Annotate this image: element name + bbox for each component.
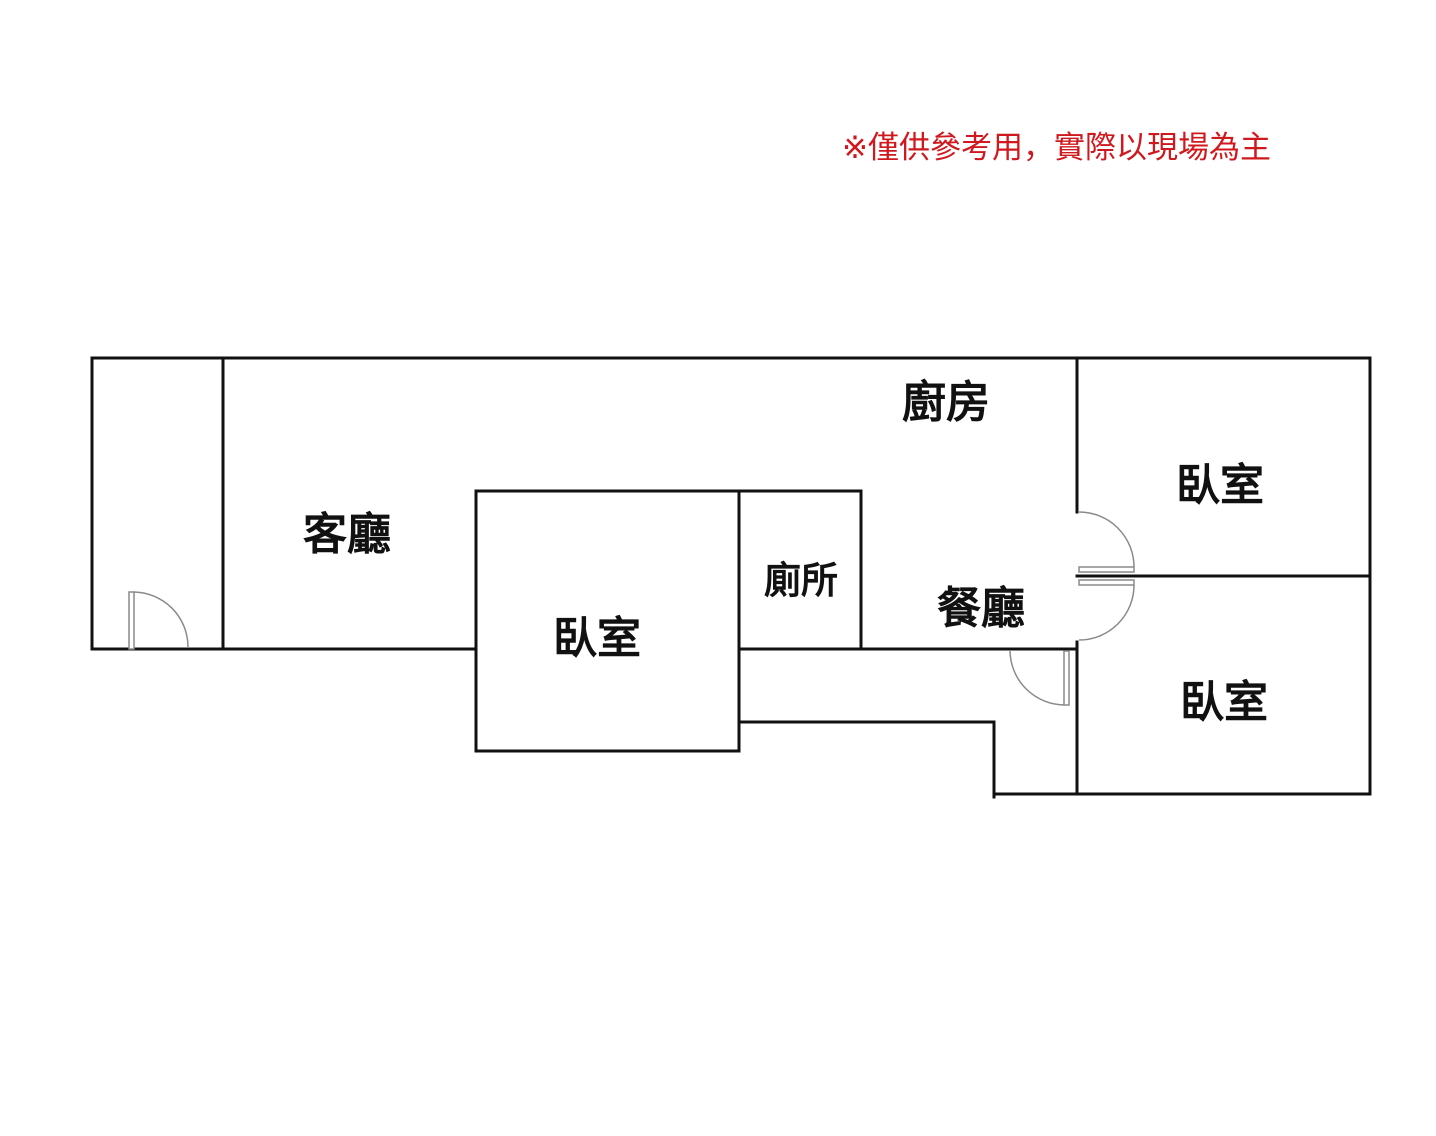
door-bedroom-lower-right — [1078, 579, 1135, 641]
door-bedroom-upper-right — [1078, 511, 1135, 573]
room-label-dining-room: 餐廳 — [937, 583, 1025, 634]
disclaimer-note: ※僅供參考用，實際以現場為主 — [842, 130, 1271, 166]
walls — [90, 356, 1372, 799]
room-label-bedroom-center: 臥室 — [553, 613, 641, 664]
room-label-kitchen: 廚房 — [902, 377, 990, 428]
room-label-bedroom-upper-right: 臥室 — [1176, 460, 1264, 511]
room-label-bedroom-lower-right: 臥室 — [1180, 677, 1268, 728]
doors — [128, 511, 1135, 706]
door-corridor — [1009, 650, 1070, 706]
room-label-living-room: 客廳 — [303, 509, 391, 560]
entry-door — [128, 591, 189, 650]
room-label-toilet: 廁所 — [764, 559, 838, 602]
wall-bedroom-center — [474, 489, 741, 753]
